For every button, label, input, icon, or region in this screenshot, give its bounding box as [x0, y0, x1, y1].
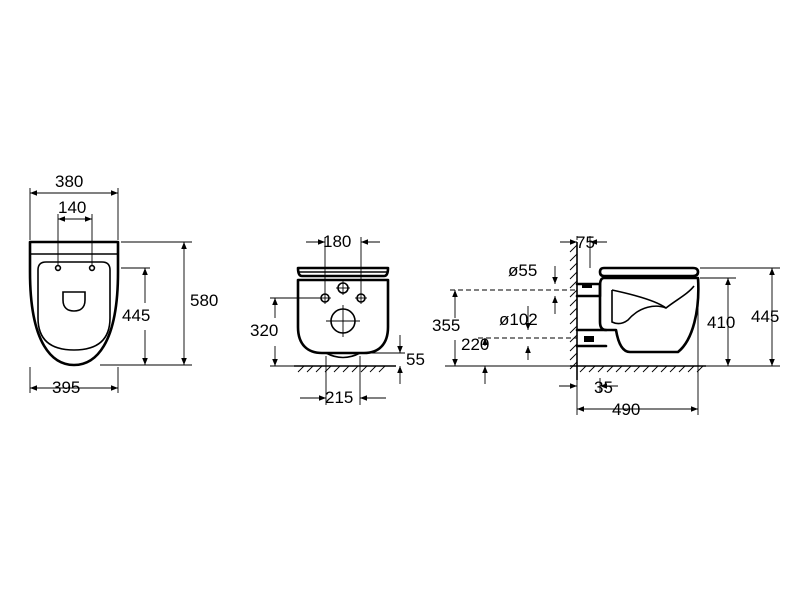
- dim-410: 410: [707, 313, 735, 332]
- outlet-pipe: [575, 328, 608, 348]
- front-view: 180 320 55 215: [250, 232, 425, 407]
- dim-380: 380: [55, 172, 83, 191]
- side-view-trap: [611, 285, 695, 310]
- side-view: 75 ø55 ø102 355 220 410 445 35 490: [432, 233, 780, 419]
- dim-580: 580: [190, 291, 218, 310]
- dim-diameter-102: ø102: [499, 310, 538, 329]
- top-view-outline: [28, 240, 120, 367]
- dim-215: 215: [325, 388, 353, 407]
- outlet-hole: [326, 305, 360, 337]
- dim-445-side: 445: [751, 307, 779, 326]
- bolt-hole-right: [88, 264, 96, 272]
- dim-diameter-55: ø55: [508, 261, 537, 280]
- dim-445: 445: [122, 306, 150, 325]
- dim-320: 320: [250, 321, 278, 340]
- bowl-opening: [62, 291, 86, 312]
- bolt-hole-left: [54, 264, 62, 272]
- dim-180: 180: [323, 232, 351, 251]
- top-view: 380 140 580 445 395: [28, 172, 218, 397]
- fixing-hole-right: [355, 292, 367, 304]
- side-view-bowl: [598, 276, 700, 354]
- side-view-seat: [598, 266, 700, 278]
- dim-75: 75: [576, 233, 595, 252]
- top-view-seat: [37, 261, 111, 351]
- dim-220: 220: [461, 335, 489, 354]
- inlet-hole: [336, 281, 350, 295]
- dim-140: 140: [58, 198, 86, 217]
- dim-55-floor: 55: [406, 350, 425, 369]
- dim-490: 490: [612, 400, 640, 419]
- dim-395: 395: [52, 378, 80, 397]
- dim-35: 35: [594, 378, 613, 397]
- front-view-outlet: [325, 352, 361, 359]
- dim-355: 355: [432, 316, 460, 335]
